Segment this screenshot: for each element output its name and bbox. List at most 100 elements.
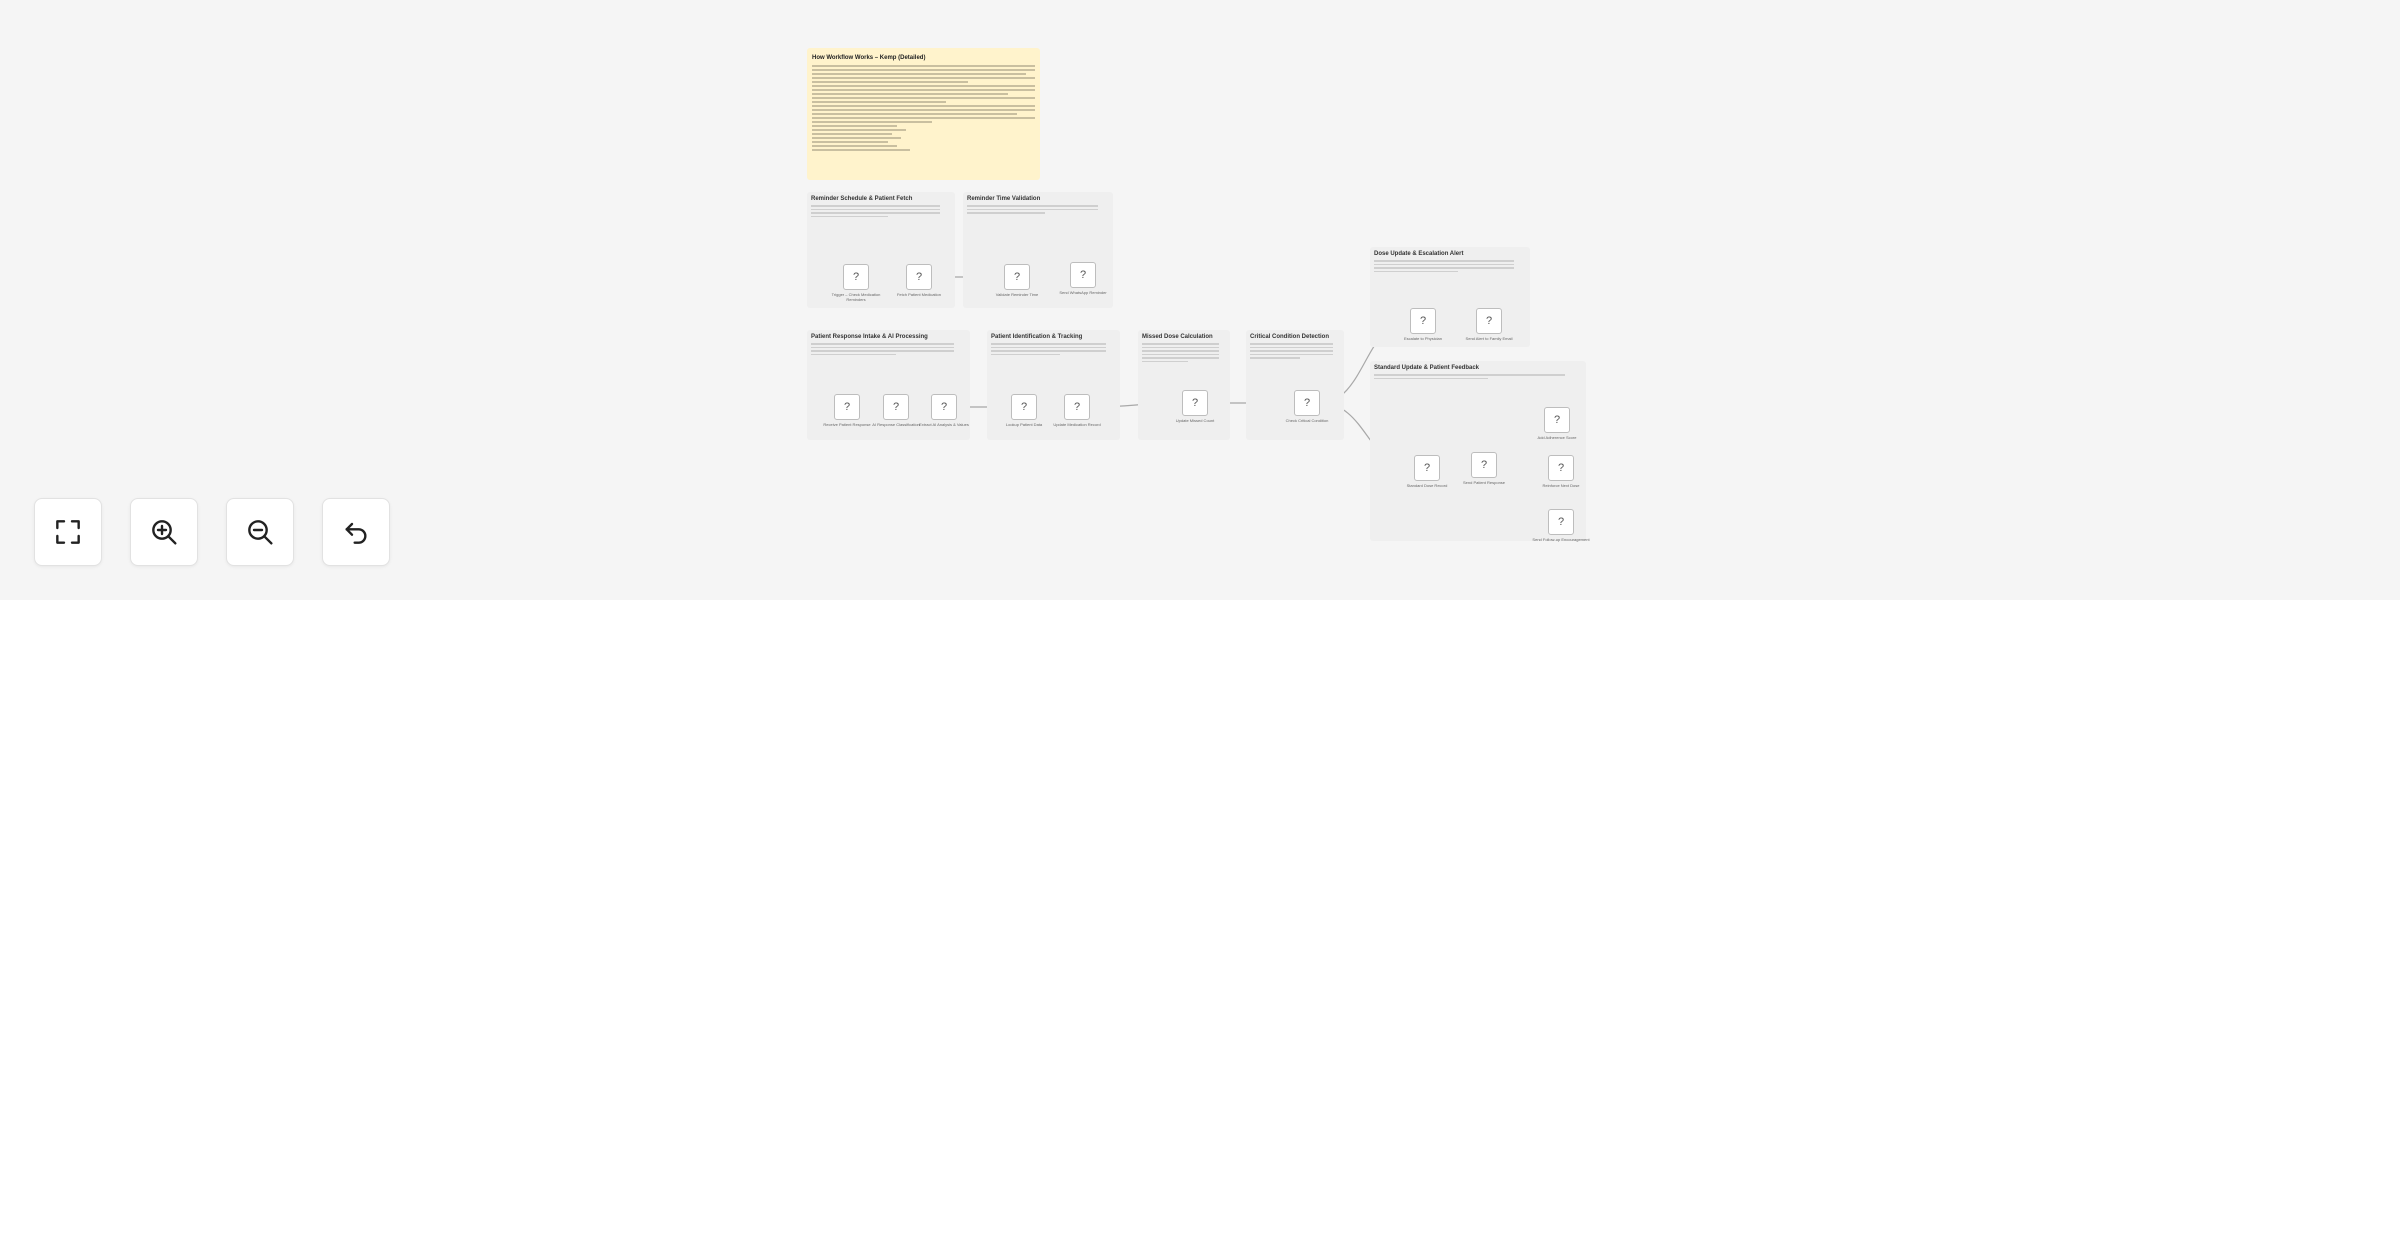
reset-zoom-button[interactable] — [322, 498, 390, 566]
node-label: Trigger – Check Medication Reminders — [831, 292, 881, 302]
workflow-node[interactable]: ? — [834, 394, 860, 420]
section-description-line — [811, 343, 954, 345]
sticky-note-text-line — [812, 109, 1035, 111]
section-description-line — [811, 353, 897, 355]
sticky-note-text-line — [812, 69, 1035, 71]
workflow-node[interactable]: ? — [1476, 308, 1502, 334]
workflow-node[interactable]: ? — [1544, 407, 1570, 433]
sticky-note-text-line — [812, 145, 897, 147]
workflow-node[interactable]: ? — [1414, 455, 1440, 481]
unknown-node-icon: ? — [1013, 271, 1021, 283]
section-1[interactable]: Reminder Schedule & Patient Fetch — [807, 192, 955, 308]
section-title: Reminder Schedule & Patient Fetch — [811, 196, 913, 202]
sticky-note-text-line — [812, 125, 897, 127]
workflow-node[interactable]: ? — [1294, 390, 1320, 416]
section-description-line — [1374, 267, 1514, 269]
workflow-node[interactable]: ? — [1004, 264, 1030, 290]
sticky-note-text-line — [812, 101, 946, 103]
unknown-node-icon: ? — [1423, 462, 1431, 474]
unknown-node-icon: ? — [1553, 414, 1561, 426]
workflow-node[interactable]: ? — [1064, 394, 1090, 420]
section-title: Reminder Time Validation — [967, 196, 1041, 202]
section-description-line — [967, 212, 1046, 214]
section-title: Missed Dose Calculation — [1142, 334, 1213, 340]
section-description-line — [1374, 270, 1458, 272]
unknown-node-icon: ? — [1557, 516, 1565, 528]
sticky-note-text-line — [812, 65, 1035, 67]
workflow-node[interactable]: ? — [1410, 308, 1436, 334]
sticky-note-text-line — [812, 89, 1035, 91]
sticky-note-text-line — [812, 113, 1018, 115]
section-description-line — [1142, 357, 1220, 359]
unknown-node-icon: ? — [1303, 397, 1311, 409]
section-description-line — [1142, 343, 1220, 345]
section-description-line — [967, 208, 1098, 210]
section-5[interactable]: Missed Dose Calculation — [1138, 330, 1230, 440]
workflow-canvas[interactable]: How Workflow Works – Kemp (Detailed) Rem… — [0, 0, 2400, 600]
section-description-line — [991, 343, 1106, 345]
undo-icon — [345, 522, 367, 544]
sticky-note-text-line — [812, 141, 888, 143]
workflow-node[interactable]: ? — [883, 394, 909, 420]
workflow-node[interactable]: ? — [1070, 262, 1096, 288]
section-description-line — [1142, 353, 1220, 355]
sticky-note-text-line — [812, 93, 1009, 95]
section-description-line — [811, 205, 940, 207]
sticky-note-title: How Workflow Works – Kemp (Detailed) — [812, 55, 926, 61]
section-description-line — [1374, 260, 1514, 262]
unknown-node-icon: ? — [852, 271, 860, 283]
section-title: Patient Identification & Tracking — [991, 334, 1083, 340]
section-description-line — [811, 208, 940, 210]
unknown-node-icon: ? — [1480, 459, 1488, 471]
section-title: Critical Condition Detection — [1250, 334, 1330, 340]
section-title: Patient Response Intake & AI Processing — [811, 334, 928, 340]
unknown-node-icon: ? — [940, 401, 948, 413]
unknown-node-icon: ? — [1557, 462, 1565, 474]
unknown-node-icon: ? — [1020, 401, 1028, 413]
section-description-line — [1142, 350, 1220, 352]
fit-view-button[interactable] — [34, 498, 102, 566]
section-description-line — [811, 350, 954, 352]
unknown-node-icon: ? — [1079, 269, 1087, 281]
workflow-node[interactable]: ? — [931, 394, 957, 420]
node-label: Send Patient Response — [1462, 480, 1506, 485]
workflow-node[interactable]: ? — [1548, 455, 1574, 481]
unknown-node-icon: ? — [1191, 397, 1199, 409]
section-title: Dose Update & Escalation Alert — [1374, 251, 1464, 257]
section-description-line — [1250, 353, 1333, 355]
sticky-note-text-line — [812, 129, 906, 131]
sticky-note-text-line — [812, 97, 1035, 99]
unknown-node-icon: ? — [1073, 401, 1081, 413]
node-label: Receive Patient Response — [823, 422, 871, 427]
section-description-line — [991, 353, 1060, 355]
node-label: Add Adherence Score — [1537, 435, 1577, 440]
workflow-node[interactable]: ? — [1548, 509, 1574, 535]
node-label: Lookup Patient Data — [1005, 422, 1043, 427]
zoom-in-button[interactable] — [130, 498, 198, 566]
fullscreen-icon — [56, 520, 80, 544]
section-description-line — [1142, 346, 1220, 348]
sticky-note-text-line — [812, 85, 1035, 87]
section-description-line — [967, 205, 1098, 207]
node-label: Update Missed Count — [1175, 418, 1215, 423]
workflow-node[interactable]: ? — [843, 264, 869, 290]
section-description-line — [811, 212, 940, 214]
workflow-node[interactable]: ? — [1471, 452, 1497, 478]
section-description-line — [991, 350, 1106, 352]
section-7[interactable]: Dose Update & Escalation Alert — [1370, 247, 1530, 347]
unknown-node-icon: ? — [1485, 315, 1493, 327]
section-3[interactable]: Patient Response Intake & AI Processing — [807, 330, 970, 440]
workflow-node[interactable]: ? — [1011, 394, 1037, 420]
section-4[interactable]: Patient Identification & Tracking — [987, 330, 1120, 440]
sticky-note-text-line — [812, 77, 1035, 79]
section-2[interactable]: Reminder Time Validation — [963, 192, 1113, 308]
zoom-out-button[interactable] — [226, 498, 294, 566]
workflow-node[interactable]: ? — [1182, 390, 1208, 416]
sticky-note-text-line — [812, 117, 1035, 119]
sticky-note-text-line — [812, 105, 1035, 107]
section-6[interactable]: Critical Condition Detection — [1246, 330, 1344, 440]
node-label: Fetch Patient Medication — [896, 292, 942, 297]
sticky-note[interactable]: How Workflow Works – Kemp (Detailed) — [807, 48, 1040, 180]
workflow-node[interactable]: ? — [906, 264, 932, 290]
unknown-node-icon: ? — [843, 401, 851, 413]
